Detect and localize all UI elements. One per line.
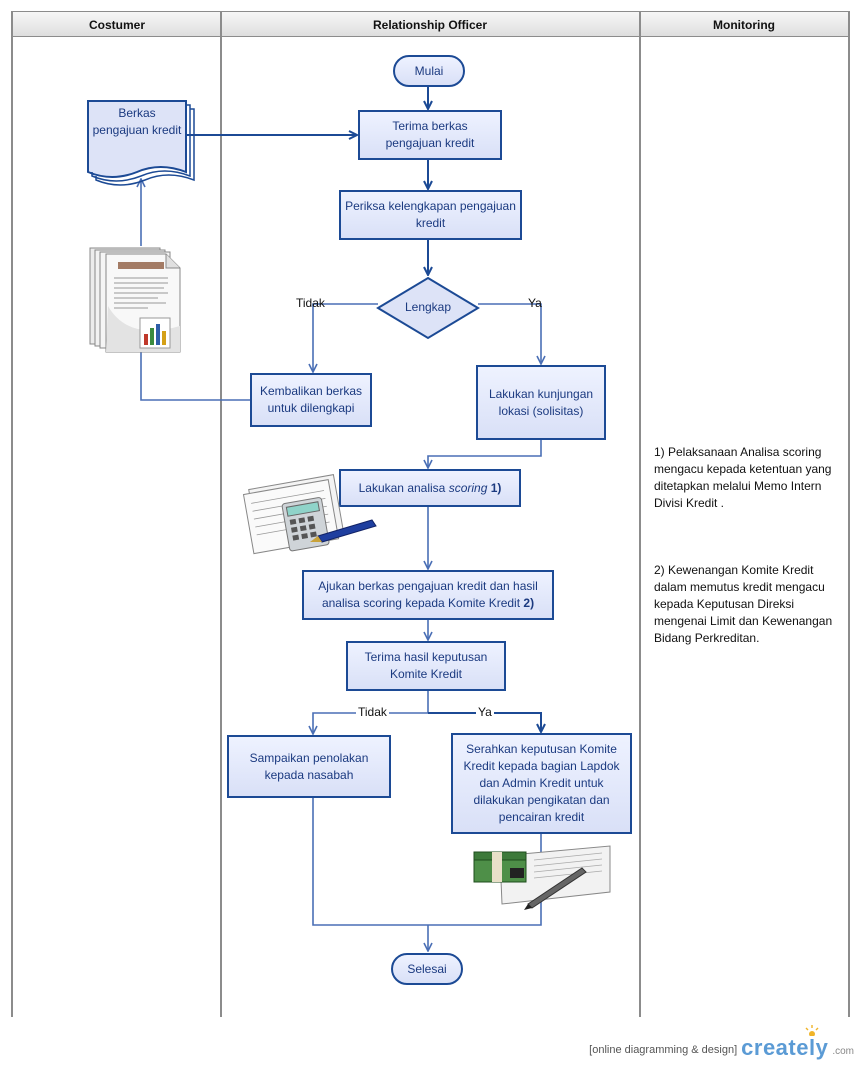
edge-label-ya-2: Ya — [476, 705, 494, 719]
edge-label-tidak-1: Tidak — [296, 296, 325, 310]
edge-kembalikan-costumer — [140, 352, 250, 401]
money-document-icon — [473, 845, 611, 910]
monitoring-note-2: 2) Kewenangan Komite Kredit dalam memutu… — [654, 563, 833, 645]
document-berkas-shape — [87, 100, 187, 178]
lane-header-costumer: Costumer — [12, 11, 222, 37]
ajukan-text: Ajukan berkas pengajuan kredit dan hasil… — [318, 579, 538, 610]
lane-header-relationship-officer: Relationship Officer — [220, 11, 640, 37]
scoring-ref: 1) — [490, 480, 502, 495]
footer-branding: [online diagramming & design] creately .… — [589, 1035, 854, 1061]
process-terima-hasil: Terima hasil keputusan Komite Kredit — [346, 641, 506, 691]
lane-header-monitoring: Monitoring — [639, 11, 849, 37]
end-selesai: Selesai — [391, 953, 463, 985]
edge-label-ya-1: Ya — [528, 296, 542, 310]
scoring-italic: scoring — [448, 480, 488, 495]
edge-split-ya — [428, 712, 541, 731]
lane-divider-2 — [639, 11, 641, 1017]
edge-split-tidak — [313, 712, 428, 733]
edge-kunjungan-scoring — [428, 440, 542, 467]
calculator-pen-icon — [242, 474, 377, 555]
monitoring-note-1: 1) Pelaksanaan Analisa scoring mengacu k… — [654, 445, 832, 510]
process-penolakan: Sampaikan penolakan kepada nasabah — [227, 735, 391, 798]
edge-label-tidak-2: Tidak — [356, 705, 389, 719]
creately-sun-icon — [805, 1025, 819, 1036]
process-terima-berkas: Terima berkas pengajuan kredit — [358, 110, 502, 160]
start-mulai: Mulai — [393, 55, 465, 87]
process-kembalikan-berkas: Kembalikan berkas untuk dilengkapi — [250, 373, 372, 427]
decision-lengkap-label: Lengkap — [404, 300, 452, 314]
document-stack-icon — [89, 247, 181, 353]
scoring-prefix: Lakukan analisa — [358, 480, 449, 495]
ajukan-ref: 2) — [523, 596, 535, 610]
footer-brand-suffix: .com — [832, 1046, 854, 1057]
lane-divider-1 — [220, 11, 222, 1017]
process-serahkan-keputusan: Serahkan keputusan Komite Kredit kepada … — [451, 733, 632, 834]
process-kunjungan-lokasi: Lakukan kunjungan lokasi (solisitas) — [476, 365, 606, 440]
process-periksa-kelengkapan: Periksa kelengkapan pengajuan kredit — [339, 190, 522, 240]
edge-lengkap-ya — [478, 303, 541, 363]
process-analisa-scoring: Lakukan analisa scoring 1) — [339, 469, 521, 507]
edge-lengkap-tidak — [313, 303, 378, 371]
lane-divider-right — [848, 11, 850, 1017]
edge-penolakan-selesai — [312, 798, 428, 926]
process-ajukan-berkas: Ajukan berkas pengajuan kredit dan hasil… — [302, 570, 554, 620]
lane-divider-left — [11, 11, 13, 1017]
berkas-document-label: Berkas pengajuan kredit — [92, 106, 182, 137]
footer-brand[interactable]: creately — [741, 1035, 829, 1060]
decision-lengkap-shape — [376, 276, 480, 340]
footer-tagline: [online diagramming & design] — [589, 1044, 738, 1056]
